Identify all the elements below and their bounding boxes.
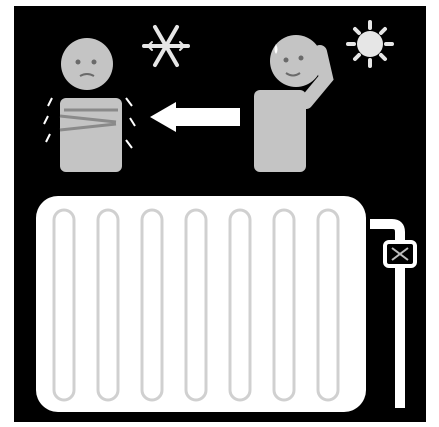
cold-person-eye-right: [92, 60, 97, 65]
hot-person-body: [254, 90, 306, 172]
cold-person-shiver-left: [44, 98, 52, 142]
hot-person-eye-right: [299, 56, 304, 61]
hot-person-icon: [254, 35, 326, 172]
cold-person-eye-left: [76, 60, 81, 65]
cold-person-icon: [44, 38, 135, 172]
cold-person-shiver-right: [126, 98, 135, 148]
pictogram-frame: [14, 6, 426, 422]
pictogram: [14, 6, 426, 422]
arrow-head: [150, 102, 176, 132]
cold-person-head: [61, 38, 113, 90]
hot-person-eye-left: [284, 58, 289, 63]
sun-icon: [348, 22, 392, 66]
arrow-shaft: [174, 108, 240, 126]
hot-person-head: [270, 35, 322, 87]
valve-icon: [385, 242, 415, 266]
arrow-left-icon: [150, 102, 240, 132]
snowflake-icon: [144, 27, 188, 65]
radiator-icon: [36, 196, 366, 412]
